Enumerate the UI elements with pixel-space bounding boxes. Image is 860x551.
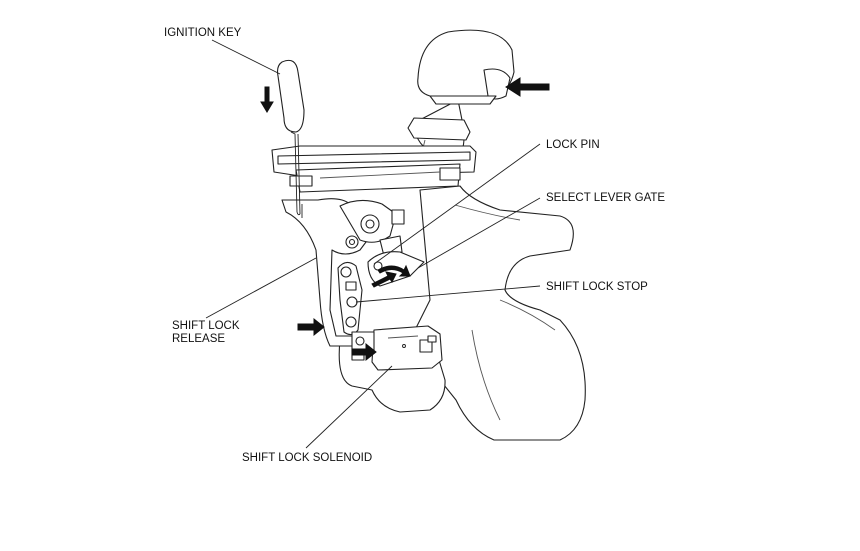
ignition-key xyxy=(276,59,305,216)
shift-knob xyxy=(407,29,515,161)
arrow-solenoid-icon xyxy=(351,342,377,362)
labels: IGNITION KEY LOCK PIN SELECT LEVER GATE … xyxy=(164,27,665,464)
label-shift-lock-release-1: SHIFT LOCK xyxy=(172,320,240,332)
leader-lines xyxy=(205,39,541,449)
label-ignition-key: IGNITION KEY xyxy=(164,27,242,39)
label-shift-lock-release-2: RELEASE xyxy=(172,333,225,345)
label-lock-pin: LOCK PIN xyxy=(546,139,600,151)
label-select-lever-gate: SELECT LEVER GATE xyxy=(546,192,665,204)
arrow-key-down-icon xyxy=(260,86,274,113)
pivot-mechanism xyxy=(339,199,405,257)
arrow-knob-icon xyxy=(505,77,550,97)
label-shift-lock-stop: SHIFT LOCK STOP xyxy=(546,281,648,293)
shift-lock-stop xyxy=(337,261,363,336)
arrow-release-icon xyxy=(297,317,325,337)
gate-frame xyxy=(271,145,477,193)
label-shift-lock-solenoid: SHIFT LOCK SOLENOID xyxy=(242,452,372,464)
select-lever-gate xyxy=(367,251,425,288)
direction-arrows xyxy=(260,77,550,362)
